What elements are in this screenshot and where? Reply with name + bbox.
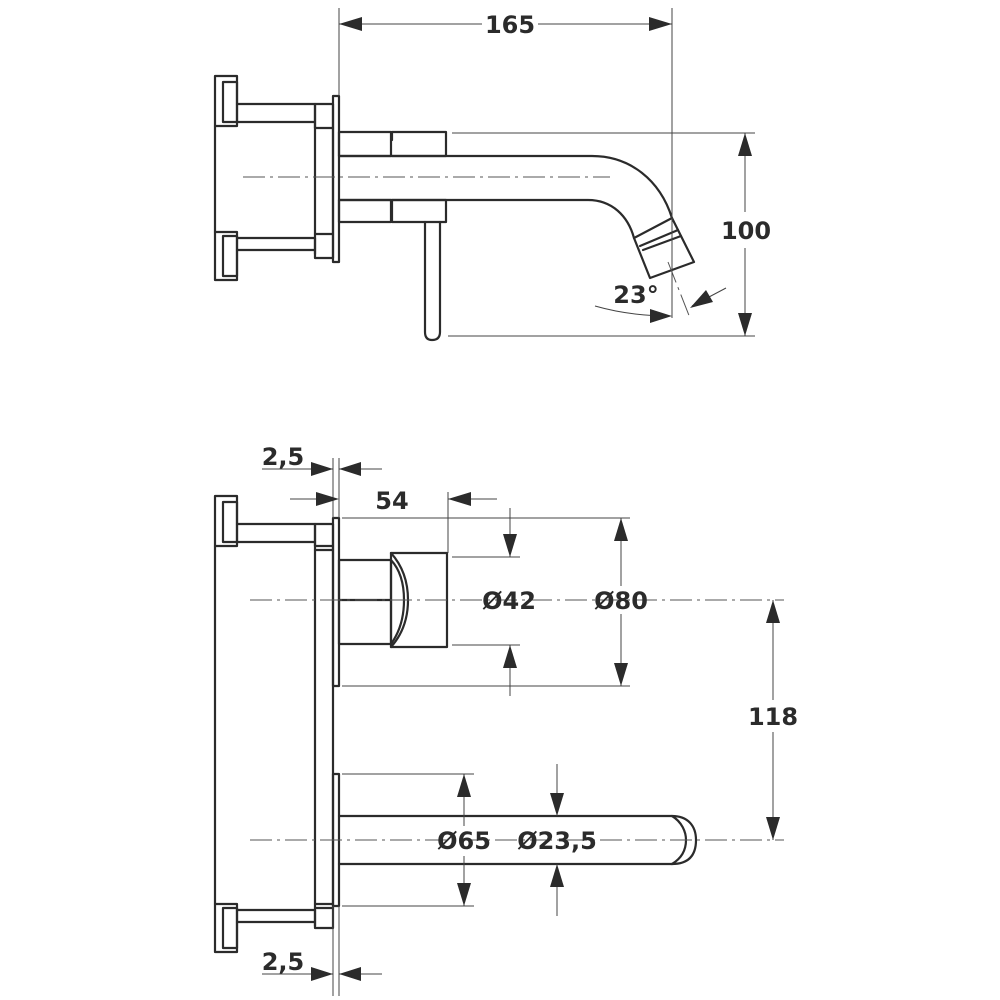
dim-angle-label: 23° (613, 281, 658, 309)
dim-plate-gap-top-label: 2,5 (262, 443, 305, 471)
top-view: 165 100 23° (213, 8, 771, 342)
top-spout-axis (667, 261, 691, 319)
dim-handle-depth: 54 (290, 487, 497, 553)
dim-handle-diameter: Ø42 (452, 508, 536, 696)
bottom-view: 2,5 54 Ø42 Ø80 (213, 443, 798, 996)
top-wall-box (213, 74, 341, 282)
dim-handle-depth-label: 54 (375, 487, 408, 515)
dim-handle-diameter-label: Ø42 (482, 587, 536, 615)
dim-length: 165 (338, 8, 673, 318)
dim-plate-diameter: Ø80 (342, 517, 648, 687)
dim-axis-distance-label: 118 (748, 703, 798, 731)
dim-axis-distance: 118 (748, 600, 798, 840)
dim-spout-plate-diameter-label: Ø65 (437, 827, 491, 855)
dim-plate-gap-top: 2,5 (262, 443, 382, 518)
dim-spout-plate-diameter: Ø65 (342, 773, 491, 907)
top-spout (337, 130, 696, 342)
dim-height-label: 100 (721, 217, 771, 245)
bottom-wall-box (213, 494, 341, 954)
dim-plate-diameter-label: Ø80 (594, 587, 648, 615)
dim-angle: 23° (594, 281, 727, 323)
dim-height: 100 (448, 132, 771, 337)
dim-spout-diameter: Ø23,5 (517, 764, 597, 916)
dim-length-label: 165 (485, 11, 535, 39)
dim-plate-gap-bottom: 2,5 (262, 906, 382, 996)
dim-plate-gap-bottom-label: 2,5 (262, 948, 305, 976)
dim-spout-diameter-label: Ø23,5 (517, 827, 597, 855)
